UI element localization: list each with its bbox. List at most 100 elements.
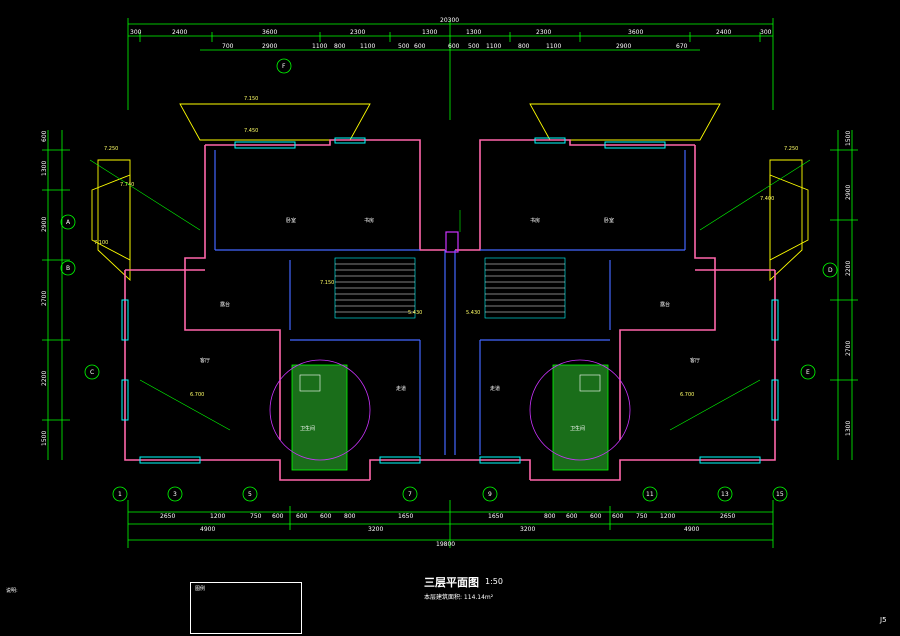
legend-box: 图例 <box>190 582 302 634</box>
left-dim-4: 2700 <box>41 291 48 306</box>
bottom-dim-15: 1200 <box>660 513 675 520</box>
floor-area: 本层建筑面积: 114.14m² <box>424 594 494 601</box>
right-dim-1: 1500 <box>845 131 852 146</box>
bottom-dim-r2-1: 4900 <box>200 526 215 533</box>
top-dim-10: 300 <box>760 29 772 36</box>
top-dim-r2-4: 800 <box>334 43 346 50</box>
axis-bubbles <box>60 58 838 502</box>
room-label-corridor-left: 走道 <box>396 385 406 392</box>
drawing-title: 三层平面图 <box>424 576 479 589</box>
axis-label-7: 7 <box>408 491 412 498</box>
top-dim-2: 2400 <box>172 29 187 36</box>
elev-tag-9: 5.430 <box>466 310 480 316</box>
exterior-walls <box>124 139 776 481</box>
elev-tag-1: 7.150 <box>244 96 258 102</box>
room-label-living-left: 客厅 <box>200 357 210 364</box>
right-dimension-text: 1500 2900 2200 2700 1300 <box>845 131 852 436</box>
left-dim-2: 1300 <box>41 161 48 176</box>
bathroom-left <box>269 359 371 471</box>
elev-tag-5: 7.250 <box>784 146 798 152</box>
notes-heading: 说明: <box>6 588 18 594</box>
interior-walls <box>214 150 686 455</box>
windows <box>121 137 779 464</box>
axis-label-5: 5 <box>248 491 252 498</box>
left-dim-6: 1500 <box>41 431 48 446</box>
top-dim-r2-11: 800 <box>518 43 530 50</box>
room-label-study-right: 书房 <box>530 217 540 224</box>
top-dim-r2-10: 1100 <box>486 43 501 50</box>
axis-label-b: B <box>66 265 70 272</box>
elev-tag-8: 5.430 <box>408 310 422 316</box>
top-dim-r2-7: 600 <box>414 43 426 50</box>
room-label-living-right: 客厅 <box>690 357 700 364</box>
overall-width-top: 20300 <box>440 17 459 24</box>
bottom-dimension-text: 2650 1200 750 600 600 600 800 1650 1650 … <box>160 513 735 548</box>
stairs-left <box>334 257 416 319</box>
bottom-dim-14: 750 <box>636 513 648 520</box>
bottom-dim-9: 1650 <box>488 513 503 520</box>
top-dim-8: 3600 <box>628 29 643 36</box>
axis-label-a: A <box>66 219 71 226</box>
room-label-bath-left: 卫生间 <box>300 425 315 432</box>
legend-heading: 图例 <box>195 586 206 592</box>
bottom-dim-r2-2: 3200 <box>368 526 383 533</box>
axis-label-f: F <box>282 63 286 70</box>
top-dimension-text: 20300 300 2400 3600 2300 1300 1300 2300 … <box>130 17 772 50</box>
bottom-dim-16: 2650 <box>720 513 735 520</box>
top-dim-9: 2400 <box>716 29 731 36</box>
room-label-bedroom-left: 卧室 <box>286 217 296 224</box>
elevation-tags: 7.150 7.450 7.250 7.740 7.250 7.400 7.10… <box>94 96 798 398</box>
bottom-dim-r2-4: 4900 <box>684 526 699 533</box>
overall-width-bottom: 19800 <box>436 541 455 548</box>
top-dim-5: 1300 <box>422 29 437 36</box>
room-label-corridor-right: 走道 <box>490 385 500 392</box>
bottom-dim-13: 600 <box>612 513 624 520</box>
bottom-dim-r2-3: 3200 <box>520 526 535 533</box>
axis-label-3: 3 <box>173 491 177 498</box>
bottom-dim-1: 2650 <box>160 513 175 520</box>
elev-tag-10: 7.150 <box>320 280 334 286</box>
notes-block: 说明: <box>6 588 186 595</box>
left-dim-1: 600 <box>41 130 48 142</box>
top-dim-r2-8: 600 <box>448 43 460 50</box>
top-dim-r2-5: 1100 <box>360 43 375 50</box>
elev-tag-4: 7.740 <box>120 182 134 188</box>
axis-label-1: 1 <box>118 491 122 498</box>
right-dim-5: 1300 <box>845 421 852 436</box>
top-dim-1: 300 <box>130 29 142 36</box>
leader-lines <box>89 159 811 431</box>
bottom-dim-7: 800 <box>344 513 356 520</box>
top-dim-r2-6: 500 <box>398 43 410 50</box>
bottom-dim-8: 1650 <box>398 513 413 520</box>
elev-tag-6: 7.400 <box>760 196 774 202</box>
bathroom-right <box>529 359 631 471</box>
bottom-dim-10: 800 <box>544 513 556 520</box>
room-label-terrace-right: 露台 <box>660 301 670 308</box>
top-dim-r2-1: 700 <box>222 43 234 50</box>
top-dim-7: 2300 <box>536 29 551 36</box>
bottom-dim-3: 750 <box>250 513 262 520</box>
elev-tag-11: 6.700 <box>190 392 204 398</box>
right-dim-4: 2700 <box>845 341 852 356</box>
top-dim-r2-14: 670 <box>676 43 688 50</box>
top-dim-r2-13: 2900 <box>616 43 631 50</box>
top-dim-4: 2300 <box>350 29 365 36</box>
bottom-dimension-lines <box>127 500 774 548</box>
top-dim-r2-3: 1100 <box>312 43 327 50</box>
top-dim-3: 3600 <box>262 29 277 36</box>
top-dimension-lines <box>127 18 774 120</box>
elev-tag-12: 6.700 <box>680 392 694 398</box>
side-dimension-lines <box>42 130 858 460</box>
roof-outlines <box>91 103 809 282</box>
elev-tag-2: 7.450 <box>244 128 258 134</box>
center-accent <box>445 231 459 253</box>
axis-label-9: 9 <box>488 491 492 498</box>
right-dim-3: 2200 <box>845 261 852 276</box>
sheet-number: J5 <box>880 616 887 624</box>
room-label-terrace-left: 露台 <box>220 301 230 308</box>
axis-label-e: E <box>806 369 810 376</box>
elev-tag-7: 7.100 <box>94 240 108 246</box>
bottom-dim-2: 1200 <box>210 513 225 520</box>
drawing-scale: 1:50 <box>485 577 503 586</box>
